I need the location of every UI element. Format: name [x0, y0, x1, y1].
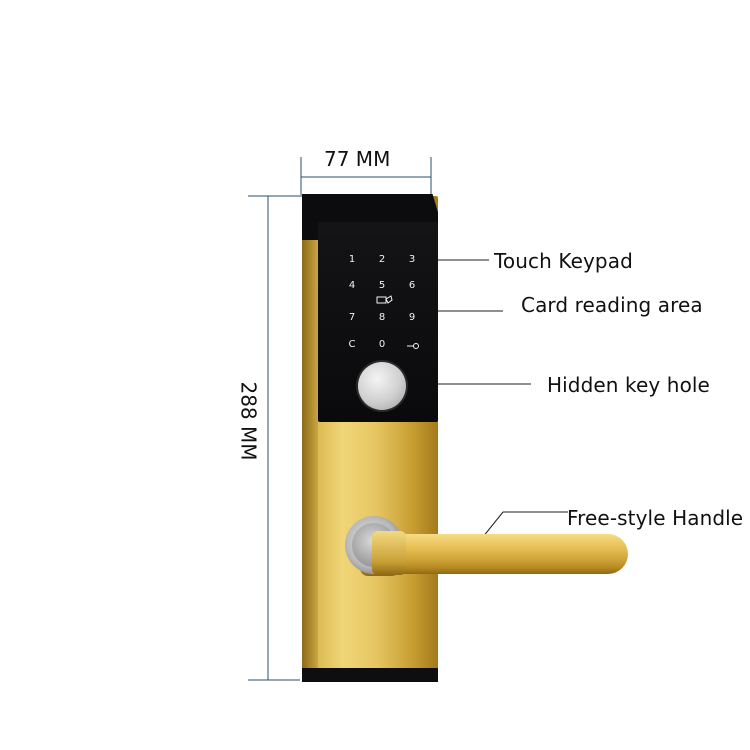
free-style-handle-lever	[378, 534, 628, 574]
key-symbol-icon	[407, 343, 419, 349]
lock-bottom-cap	[302, 668, 438, 682]
keypad-key: 4	[348, 280, 356, 291]
keypad-key: 1	[348, 254, 356, 265]
handle-shaft	[372, 531, 406, 575]
keypad-key: 2	[378, 254, 386, 265]
callout-hidden-key-hole: Hidden key hole	[547, 373, 710, 397]
keypad-key: 9	[408, 312, 416, 323]
lock-body-edge	[302, 196, 318, 680]
keypad-key: 3	[408, 254, 416, 265]
keypad-key: 0	[378, 339, 386, 350]
keypad-key: 7	[348, 312, 356, 323]
callout-touch-keypad: Touch Keypad	[494, 249, 633, 273]
callout-free-style-handle: Free-style Handle	[567, 506, 744, 530]
keypad-key: 6	[408, 280, 416, 291]
height-dimension-label: 288 MM	[236, 381, 261, 461]
card-reader-icon	[376, 295, 393, 304]
keypad-key: 5	[378, 280, 386, 291]
hidden-key-hole	[358, 362, 406, 410]
width-dimension-label: 77 MM	[324, 147, 391, 171]
keypad-key: C	[348, 339, 356, 350]
keypad-key: 8	[378, 312, 386, 323]
callout-card-reading-area: Card reading area	[521, 293, 703, 317]
